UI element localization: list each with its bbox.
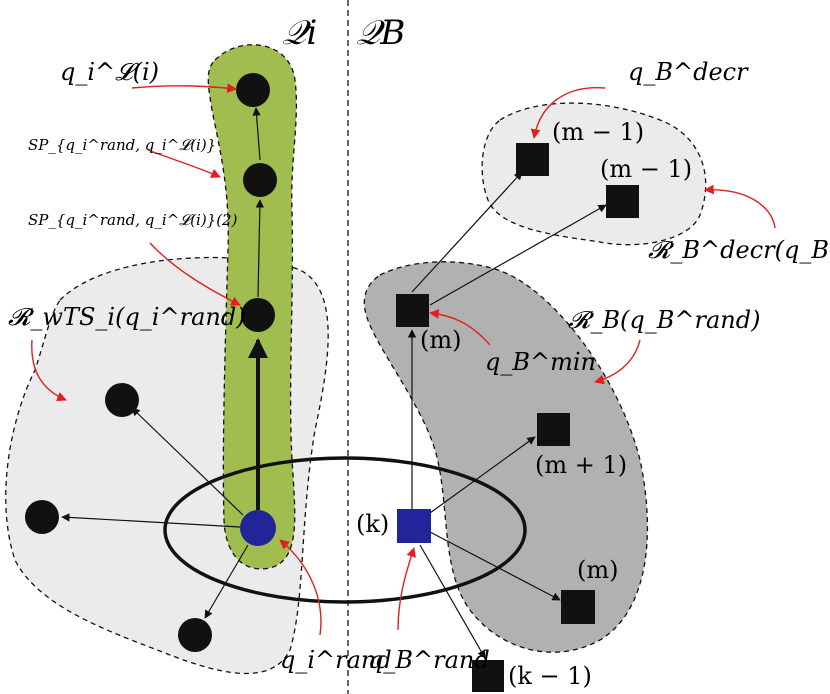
- label-q-i-rand: q_i^rand: [280, 646, 392, 674]
- red-arrow-reach-B: [594, 339, 641, 385]
- node-lower-left: [178, 618, 212, 652]
- label-sp-two: SP_{q_i^rand, q_i^𝓛(i)}(2): [28, 211, 238, 229]
- node-k: [397, 509, 431, 543]
- label-q-B-decr: q_B^decr: [628, 58, 749, 86]
- label-m-b: (m): [577, 556, 618, 584]
- node-m-lower: [561, 590, 595, 624]
- reach-region-B: [363, 261, 649, 653]
- arrow-k-to-m-plus-1: [429, 436, 536, 514]
- red-arrow-qB-decr: [530, 87, 606, 139]
- red-arrow-reach-B-decr: [704, 184, 776, 229]
- red-arrow-qi-rand: [279, 539, 322, 636]
- node-m-minus-1-a: [516, 143, 549, 176]
- node-m-minus-1-b: [606, 185, 639, 218]
- red-arrow-sp-two: [149, 242, 241, 306]
- label-reach-wts: 𝓡_wTS_i(q_i^rand): [8, 303, 246, 331]
- node-sp2: [241, 298, 275, 332]
- label-q-B-rand: q_B^rand: [368, 646, 490, 674]
- label-reach-B-decr: 𝓡_B^decr(q_B^min): [648, 236, 830, 264]
- node-m: [396, 294, 429, 327]
- red-arrow-sp-full: [147, 149, 221, 178]
- node-left: [25, 500, 59, 534]
- label-m-minus-1-b: (m − 1): [600, 155, 692, 183]
- node-upper-left: [105, 383, 139, 417]
- label-m-plus-1: (m + 1): [535, 451, 627, 479]
- arrow-qi-to-lower-left-node: [204, 544, 249, 619]
- label-m-a: (m): [420, 326, 461, 354]
- arrow-m-to-m-minus-1-a: [411, 171, 523, 293]
- initial-states-ellipse: [163, 456, 527, 604]
- node-goal: [236, 73, 270, 107]
- label-reach-B: 𝓡_B(q_B^rand): [568, 306, 761, 334]
- arrow-sp2-to-sp1: [255, 199, 265, 298]
- node-qi-rand: [240, 510, 276, 546]
- red-arrow-goal: [131, 83, 237, 94]
- label-q-i-L: q_i^𝓛(i): [60, 58, 159, 86]
- arrow-qi-to-upper-left-node: [131, 407, 244, 516]
- arrow-qi-to-left-node: [61, 513, 241, 528]
- node-m-plus-1: [537, 413, 570, 446]
- red-arrow-qB-rand: [397, 547, 416, 631]
- arrow-sp1-to-goal: [252, 107, 261, 161]
- red-arrow-qB-min: [429, 309, 491, 346]
- arrow-m-to-m-minus-1-b: [429, 204, 607, 306]
- arrow-k-to-m-lower: [429, 531, 561, 601]
- label-k-minus-1: (k − 1): [508, 662, 592, 690]
- right-partition-title: 𝒬B: [356, 13, 405, 53]
- node-k-minus-1: [472, 660, 504, 692]
- label-k: (k): [356, 510, 389, 538]
- arrow-k-to-k-minus-1: [419, 544, 486, 659]
- label-sp-full: SP_{q_i^rand, q_i^𝓛(i)}: [28, 136, 216, 154]
- red-arrow-reach-wts: [31, 339, 67, 402]
- label-m-minus-1-a: (m − 1): [552, 118, 644, 146]
- left-partition-title: 𝒬i: [282, 13, 317, 53]
- label-q-B-min: q_B^min: [485, 348, 596, 376]
- node-sp1: [243, 163, 277, 197]
